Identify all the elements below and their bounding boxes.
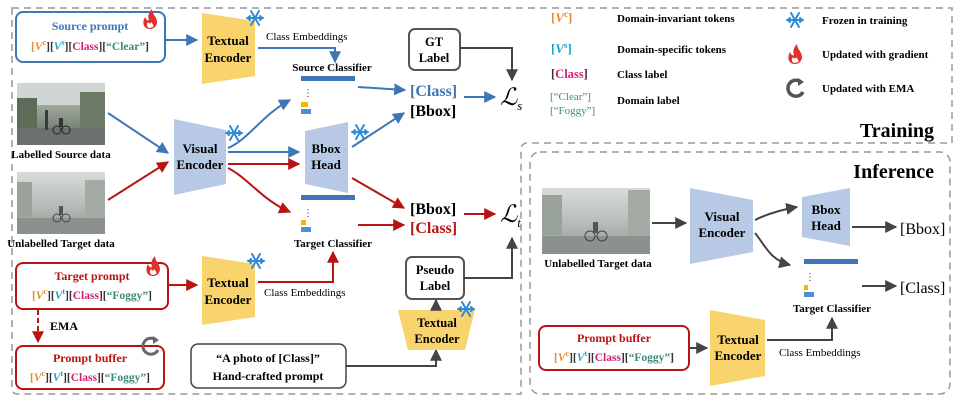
source-prompt-tokens: [Vc][Vs][Class][“Clear”] (31, 38, 149, 53)
legend-class-label: Class label (617, 69, 667, 81)
unlabelled-target-image (17, 172, 105, 234)
frozen-snowflake-icon (225, 125, 243, 141)
legend-gradient-label: Updated with gradient (822, 49, 929, 61)
inference-prompt-buffer-title: Prompt buffer (577, 331, 652, 345)
inference-prompt-buffer-box (538, 325, 690, 371)
visual-encoder-label: Encoder (699, 225, 746, 240)
source-prompt-box (15, 11, 166, 63)
source-classifier-bar (301, 76, 355, 81)
visual-encoder (174, 119, 226, 195)
inference-classifier-bar (804, 259, 858, 264)
unlabelled-target-caption: Unlabelled Target data (7, 238, 115, 250)
gt-label-text: GT (425, 35, 444, 49)
inference-visual-encoder (690, 188, 753, 264)
textual-encoder-label: Encoder (205, 50, 252, 65)
visual-encoder-label: Encoder (177, 157, 224, 172)
target-prompt-tokens: [Vc][Vt][Class][“Foggy”] (32, 287, 152, 302)
visual-encoder-label: Visual (183, 141, 218, 156)
target-class-output: [Class] (410, 220, 457, 237)
legend-vc-label: Domain-invariant tokens (617, 13, 735, 25)
loss-target: ℒt (500, 202, 521, 230)
gt-label-box (408, 28, 461, 71)
training-title: Training (860, 120, 934, 142)
frozen-snowflake-icon (351, 124, 369, 140)
legend-flame-icon (788, 44, 802, 64)
labelled-source-image (17, 83, 105, 145)
ellipsis: ⋮ (805, 272, 815, 283)
inference-target-image (542, 188, 650, 254)
inference-target-caption: Unlabelled Target data (544, 258, 652, 270)
inference-class-output: [Class] (900, 280, 945, 297)
target-prompt-title: Target prompt (55, 269, 130, 283)
textual-encoder-source (202, 13, 255, 84)
bbox-head-label: Head (811, 218, 841, 233)
textual-encoder-label: Encoder (205, 292, 252, 307)
inference-textual-encoder (710, 310, 765, 386)
legend-refresh-icon (786, 78, 805, 98)
legend-class-token: [Class] (551, 67, 588, 81)
source-prompt-title: Source prompt (52, 19, 129, 33)
labelled-source-caption: Labelled Source data (11, 149, 111, 161)
source-classifier-label: Source Classifier (292, 62, 372, 74)
textual-encoder-label: Textual (207, 275, 249, 290)
legend-ema-label: Updated with EMA (822, 83, 914, 95)
target-classifier-bar (301, 227, 311, 232)
visual-encoder-label: Visual (705, 209, 740, 224)
ema-label: EMA (50, 319, 78, 333)
legend-frozen-label: Frozen in training (822, 15, 908, 27)
legend-vc-token: [Vc] (551, 9, 572, 25)
textual-encoder-pseudo (398, 310, 475, 350)
target-classifier-bar (301, 195, 355, 200)
ellipsis: ⋮ (303, 208, 313, 219)
loss-source: ℒs (500, 85, 522, 113)
target-classifier-bar (301, 220, 306, 225)
textual-encoder-label: Encoder (715, 348, 762, 363)
inference-classifier-bar (804, 285, 808, 290)
source-class-output: [Class] (410, 83, 457, 100)
bbox-head-label: Bbox (812, 202, 841, 217)
gradient-flame-icon (146, 256, 160, 276)
hand-crafted-subtitle: Hand-crafted prompt (213, 369, 324, 383)
textual-encoder-label: Encoder (414, 332, 460, 346)
inference-title: Inference (853, 161, 934, 183)
bbox-head-label: Head (311, 157, 341, 172)
textual-encoder-label: Textual (717, 332, 759, 347)
inference-class-embeddings: Class Embeddings (779, 347, 861, 359)
class-embeddings-bottom: Class Embeddings (264, 287, 346, 299)
prompt-buffer-title: Prompt buffer (53, 351, 128, 365)
legend-snowflake-icon (786, 12, 804, 28)
source-classifier-bar (301, 102, 308, 107)
legend-vs-token: [Vs] (551, 40, 572, 56)
target-classifier-label: Target Classifier (294, 238, 372, 250)
legend-vs-label: Domain-specific tokens (617, 44, 727, 56)
inference-classifier-bar (804, 292, 814, 297)
inference-bbox-head (802, 188, 850, 246)
textual-encoder-label: Textual (207, 33, 249, 48)
inference-prompt-buffer-tokens: [Vc][Vt][Class][“Foggy”] (554, 349, 674, 364)
ellipsis: ⋮ (303, 88, 313, 99)
source-classifier-bar (301, 109, 311, 114)
ema-refresh-icon (141, 336, 160, 356)
pseudo-label-text: Pseudo (416, 263, 454, 277)
textual-encoder-label: Textual (417, 316, 457, 330)
class-embeddings-top: Class Embeddings (266, 31, 348, 43)
inference-bbox-output: [Bbox] (900, 221, 945, 238)
gt-label-text: Label (419, 51, 450, 65)
pseudo-label-text: Label (420, 279, 451, 293)
bbox-head (305, 122, 348, 193)
legend-domain-label: Domain label (617, 95, 680, 107)
inference-target-classifier-label: Target Classifier (793, 303, 871, 315)
target-prompt-box (15, 262, 169, 310)
inference-panel (529, 151, 951, 395)
textual-encoder-target (202, 256, 255, 325)
prompt-buffer-box (15, 345, 165, 390)
legend-domain-foggy: [“Foggy”] (550, 105, 595, 117)
hand-crafted-text: “A photo of [Class]” (216, 351, 320, 365)
legend-domain-clear: [“Clear”] (550, 91, 591, 103)
bbox-head-label: Bbox (312, 141, 341, 156)
source-bbox-output: [Bbox] (410, 103, 456, 120)
target-bbox-output: [Bbox] (410, 201, 456, 218)
prompt-buffer-tokens: [Vc][Vt][Class][“Foggy”] (30, 369, 150, 384)
